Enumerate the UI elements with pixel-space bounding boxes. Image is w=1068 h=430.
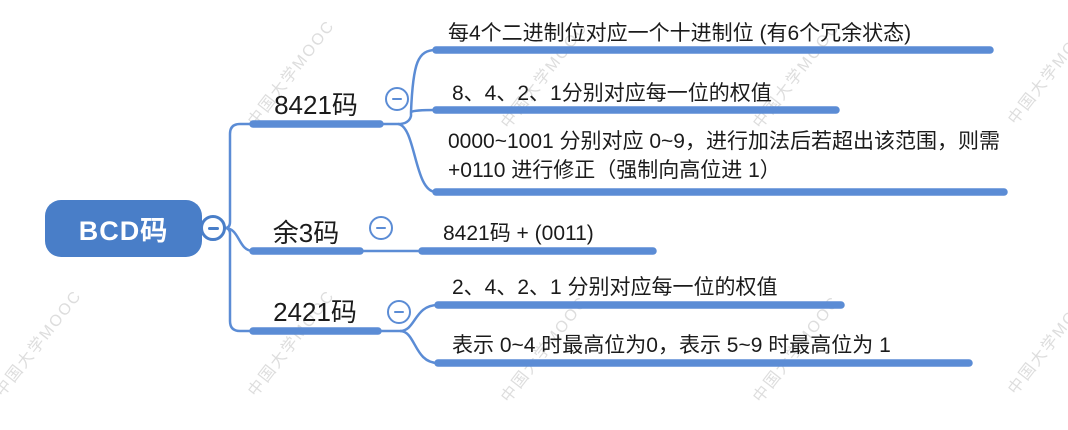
leaf-node-2421-msb[interactable]: 表示 0~4 时最高位为0，表示 5~9 时最高位为 1 (452, 334, 891, 357)
branch-node-8421[interactable]: 8421码 (274, 90, 358, 120)
collapse-icon[interactable] (200, 215, 226, 241)
minus-icon (394, 310, 404, 314)
branch-node-2421[interactable]: 2421码 (273, 297, 357, 327)
root-node-bcd[interactable]: BCD码 (45, 200, 202, 257)
collapse-icon[interactable] (369, 216, 393, 240)
root-node-label: BCD码 (78, 216, 169, 246)
leaf-node-8421-weights[interactable]: 8、4、2、1分别对应每一位的权值 (452, 82, 772, 105)
leaf-node-8421-redundant[interactable]: 每4个二进制位对应一个十进制位 (有6个冗余状态) (448, 22, 912, 45)
minus-icon (376, 226, 386, 230)
minus-icon (207, 226, 219, 230)
collapse-icon[interactable] (385, 87, 409, 111)
branch-node-yu3[interactable]: 余3码 (272, 218, 340, 248)
leaf-node-yu3-formula[interactable]: 8421码 + (0011) (443, 222, 594, 245)
minus-icon (392, 97, 402, 101)
collapse-icon[interactable] (387, 300, 411, 324)
leaf-node-2421-weights[interactable]: 2、4、2、1 分别对应每一位的权值 (452, 276, 778, 299)
leaf-node-8421-correction[interactable]: 0000~1001 分别对应 0~9，进行加法后若超出该范围，则需 +0110 … (448, 130, 1000, 182)
